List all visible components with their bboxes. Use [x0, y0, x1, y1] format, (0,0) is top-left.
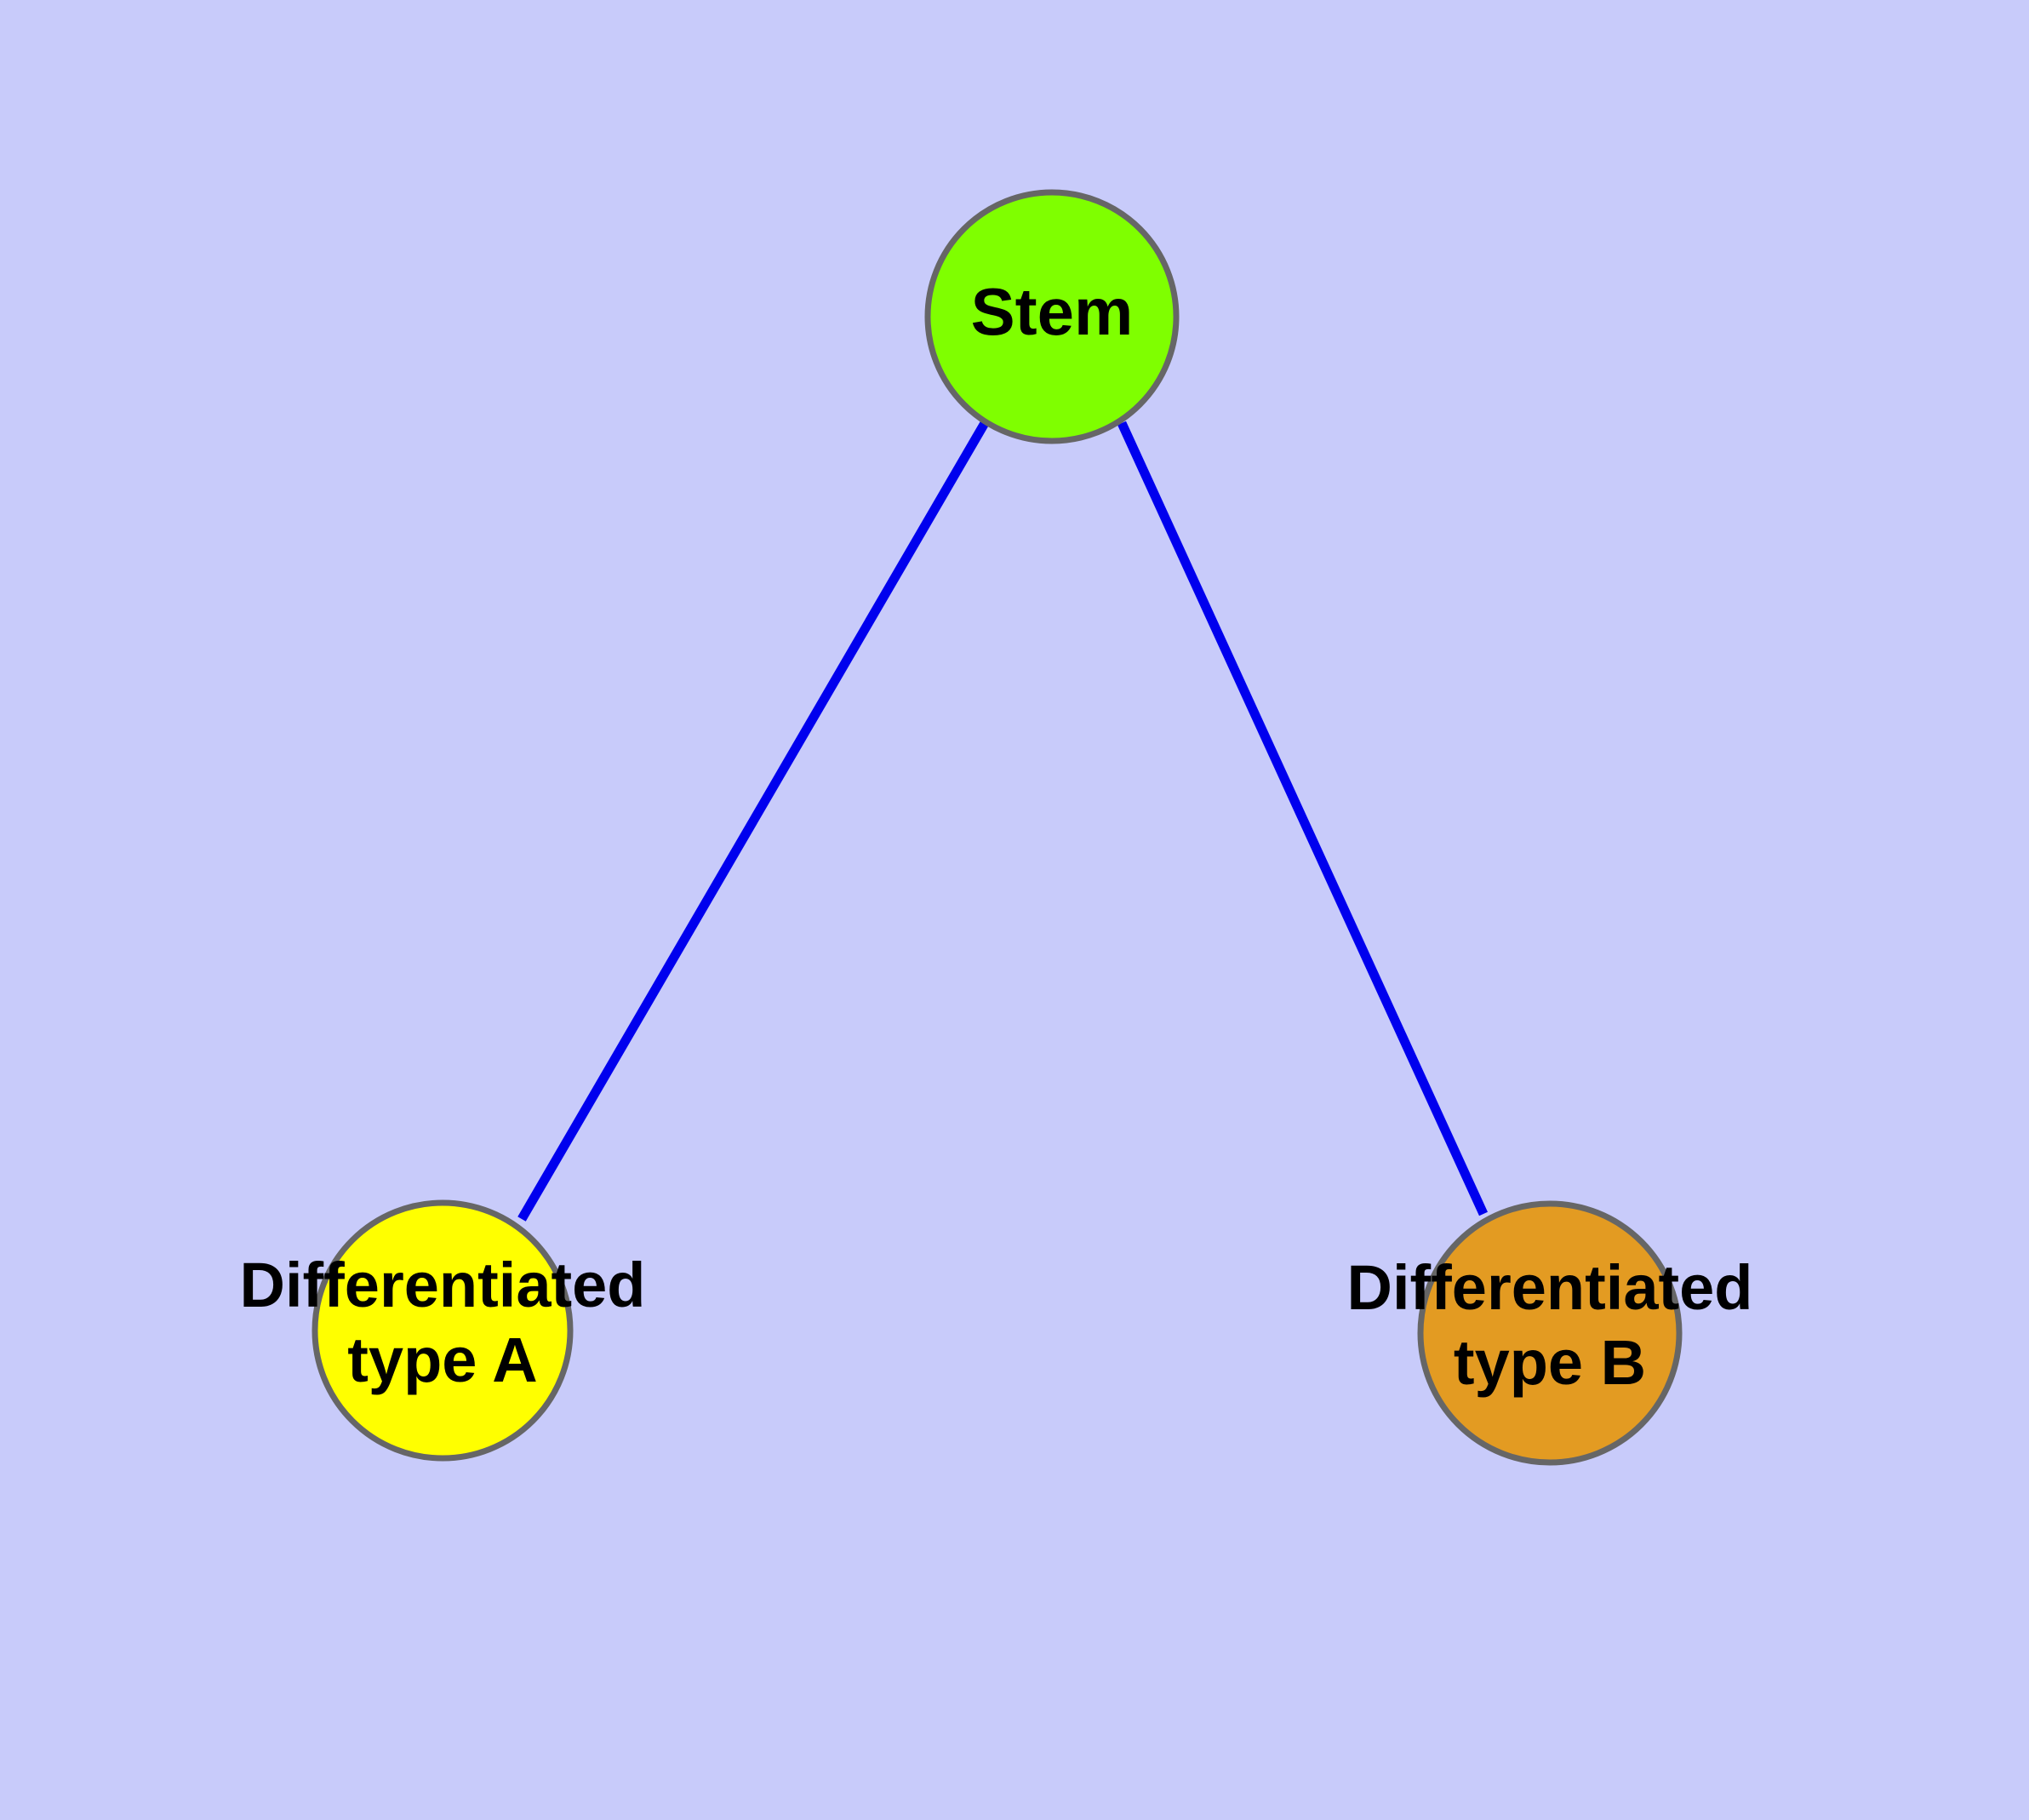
- node-diff_b[interactable]: [1417, 1200, 1683, 1466]
- node-label-line: type A: [347, 1325, 537, 1395]
- node-label-stem: Stem: [971, 274, 1134, 349]
- edge-stem-to-diff-a[interactable]: [517, 421, 989, 1222]
- node-label-line: Differentiated: [240, 1250, 646, 1320]
- node-label-line: Differentiated: [1347, 1252, 1753, 1323]
- node-label-line: type B: [1454, 1327, 1646, 1398]
- node-diff_a[interactable]: [311, 1199, 574, 1462]
- node-stem[interactable]: [924, 189, 1180, 444]
- node-label-line: Stem: [971, 274, 1134, 349]
- edge-layer: [517, 421, 1489, 1222]
- edge-stem-to-diff-b[interactable]: [1117, 421, 1489, 1216]
